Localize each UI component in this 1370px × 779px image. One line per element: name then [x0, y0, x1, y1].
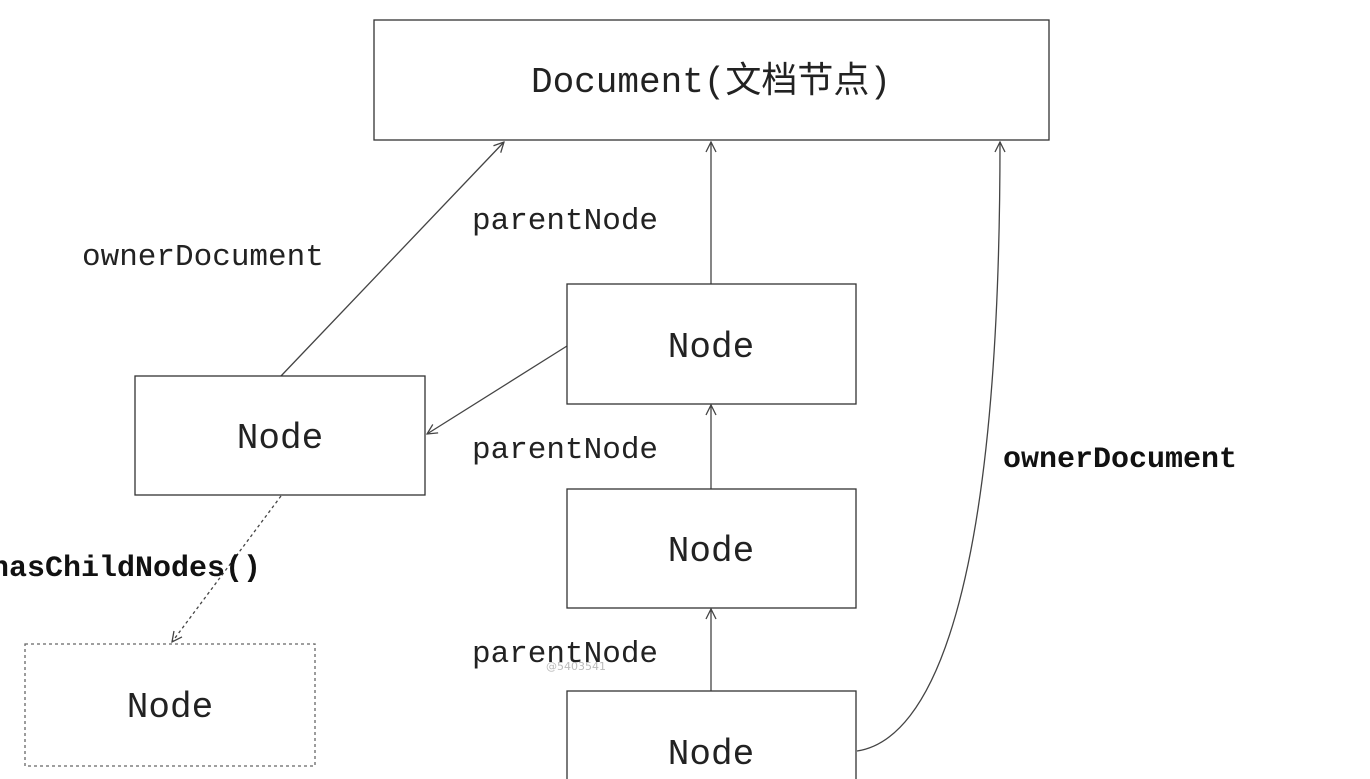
right-owner-document-label: ownerDocument [1003, 443, 1237, 477]
node-2-label: Node [668, 531, 754, 572]
node-3: Node [566, 690, 857, 779]
node-2: Node [566, 488, 857, 609]
parent-node-label-3: parentNode [472, 637, 658, 672]
document-node-label: Document(文档节点) [531, 60, 891, 103]
parent-node-label-1: parentNode [472, 204, 658, 239]
watermark: @5403541 [546, 660, 606, 673]
parent-node-label-2: parentNode [472, 433, 658, 468]
edge-has-child-nodes [172, 495, 282, 642]
edge-node1-to-left-node [427, 345, 568, 434]
node-3-label: Node [668, 734, 754, 775]
node-1: Node [566, 283, 857, 405]
edge-node3-owner-document [856, 142, 1000, 752]
left-node-label: Node [237, 418, 323, 459]
left-owner-document-label: ownerDocument [82, 240, 324, 275]
node-1-label: Node [668, 327, 754, 368]
document-node: Document(文档节点) [373, 19, 1050, 141]
has-child-nodes-label: hasChildNodes() [0, 552, 261, 586]
left-node: Node [134, 375, 426, 496]
edge-left-node-owner-document [280, 142, 504, 377]
child-node-label: Node [127, 687, 213, 728]
child-node: Node [24, 643, 316, 767]
